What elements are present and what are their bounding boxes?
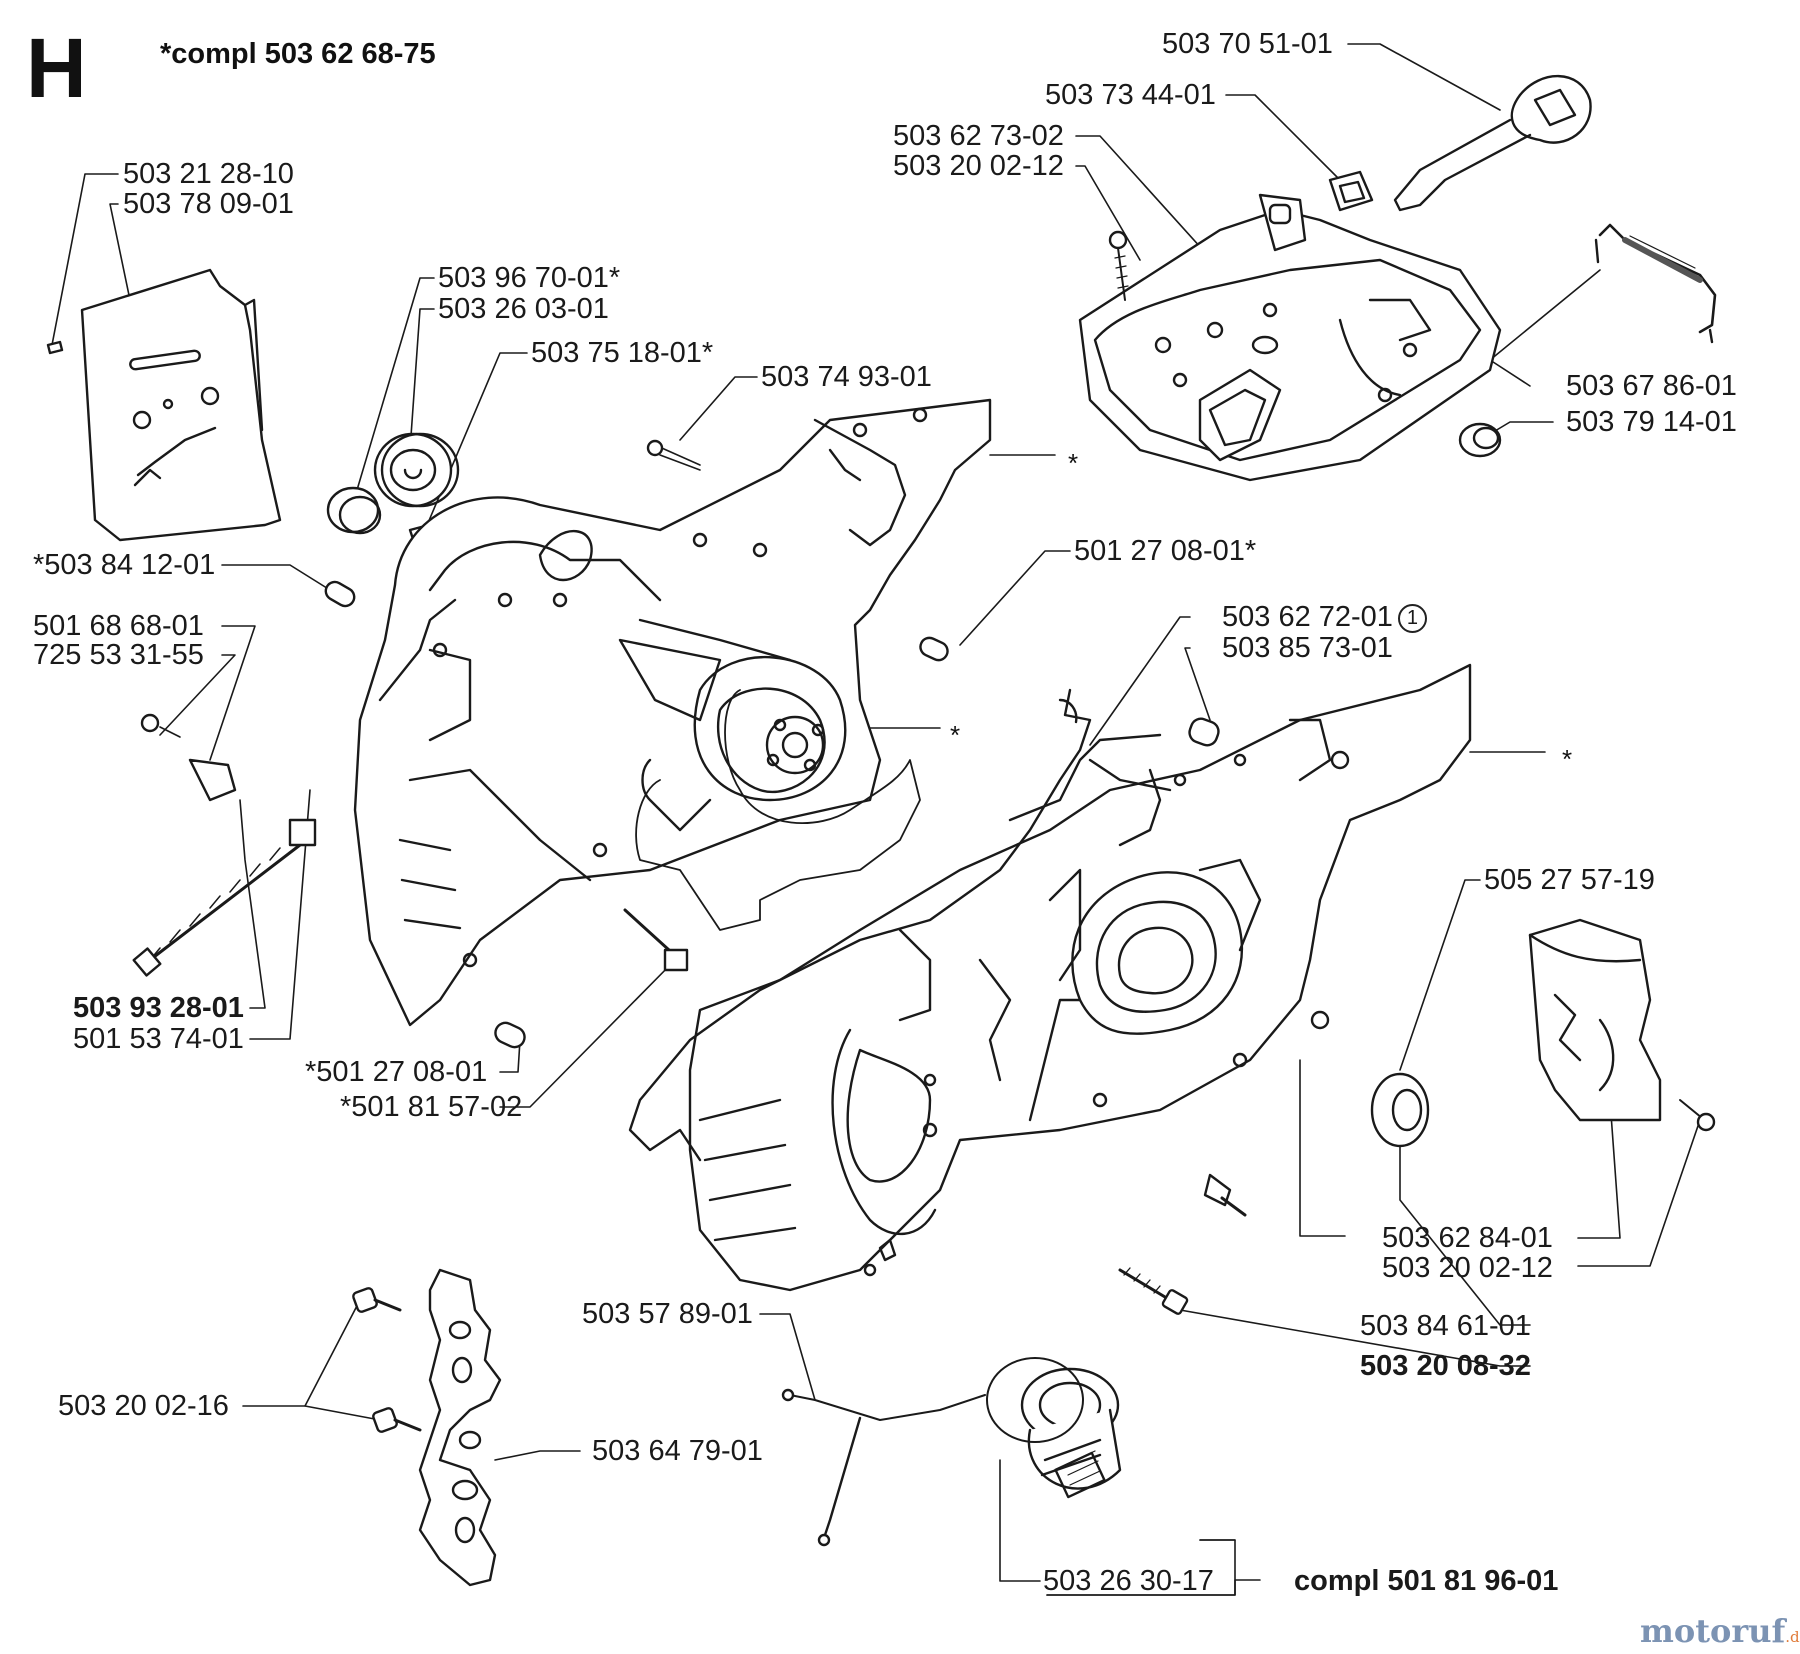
screw-top-cover <box>1108 230 1129 301</box>
watermark-text: motoruf <box>1640 1612 1786 1650</box>
part-label: 501 53 74-01 <box>73 1023 244 1055</box>
part-label: *503 84 12-01 <box>33 549 216 581</box>
bolt-503-20-08-32 <box>1118 1267 1189 1315</box>
assembly-number: *compl 503 62 68-75 <box>160 38 436 70</box>
shaft-seal-right <box>1370 1072 1430 1148</box>
part-label: 503 70 51-01 <box>1162 28 1333 60</box>
part-number: 503 62 72-01 <box>1222 601 1393 633</box>
part-label: 503 84 61-01 <box>1360 1310 1531 1342</box>
part-label: *501 81 57-02 <box>340 1091 523 1123</box>
reference-mark: 1 <box>1397 603 1427 633</box>
asterisk-mark: * <box>950 720 961 750</box>
part-label: 503 78 09-01 <box>123 188 294 220</box>
part-label: 503 20 08-32 <box>1360 1350 1531 1382</box>
part-label: 503 64 79-01 <box>592 1435 763 1467</box>
steel-cable-link <box>1594 223 1717 344</box>
gasket-left <box>635 689 921 931</box>
part-label: 503 21 28-10 <box>123 158 294 190</box>
screw-side-cover <box>1679 1099 1716 1132</box>
part-label: 503 96 70-01* <box>438 262 621 294</box>
top-cover <box>1078 193 1502 482</box>
bumper-screws <box>352 1287 422 1433</box>
section-letter: H <box>26 21 87 115</box>
oil-tank-cap <box>1020 1367 1122 1499</box>
part-label: 503 26 30-17 <box>1043 1565 1214 1597</box>
watermark-logo: motoruf.de <box>1640 1615 1800 1647</box>
oil-hose <box>781 1357 1084 1547</box>
side-cover-right <box>1528 918 1662 1122</box>
bolt-503-84-61 <box>1203 1173 1247 1217</box>
gasket-right <box>628 688 1092 1162</box>
crankcase-left <box>353 398 992 1027</box>
asterisk-leaders <box>869 454 1546 753</box>
part-label: 503 57 89-01 <box>582 1298 753 1330</box>
part-label: 503 74 93-01 <box>761 361 932 393</box>
part-label: 501 68 68-01 <box>33 610 204 642</box>
part-label: *501 27 08-01 <box>305 1056 488 1088</box>
part-label: compl 501 81 96-01 <box>1294 1565 1559 1597</box>
rubber-buffer <box>1458 422 1502 458</box>
part-label: 503 26 03-01 <box>438 293 609 325</box>
part-label: 503 75 18-01* <box>531 337 714 369</box>
small-fasteners-left <box>132 439 949 1049</box>
part-label: 503 20 02-12 <box>893 150 1064 182</box>
part-label: 503 67 86-01 <box>1566 370 1737 402</box>
asterisk-mark: * <box>1562 744 1573 774</box>
grip-handle <box>1393 74 1592 212</box>
grommet <box>1328 170 1374 212</box>
part-label: 503 93 28-01 <box>73 992 244 1024</box>
oil-seal <box>1188 717 1220 747</box>
leader-lines <box>51 43 1701 1596</box>
crank-bearing <box>326 432 460 547</box>
bumper-spike <box>418 1268 502 1587</box>
part-label: 503 85 73-01 <box>1222 632 1393 664</box>
part-label: 725 53 31-55 <box>33 639 204 671</box>
part-label: 503 73 44-01 <box>1045 79 1216 111</box>
part-label: 505 27 57-19 <box>1484 864 1655 896</box>
part-label: 503 20 02-16 <box>58 1390 229 1422</box>
asterisk-mark: * <box>1068 448 1079 478</box>
part-label: 503 62 73-02 <box>893 120 1064 152</box>
part-label: 501 27 08-01* <box>1074 535 1257 567</box>
part-label: 503 79 14-01 <box>1566 406 1737 438</box>
part-label: 503 20 02-12 <box>1382 1252 1553 1284</box>
part-label: 503 62 84-01 <box>1382 1222 1553 1254</box>
crankcase-right <box>688 663 1472 1292</box>
watermark-suffix: .de <box>1785 1628 1800 1646</box>
chain-guard-plate <box>46 268 282 542</box>
